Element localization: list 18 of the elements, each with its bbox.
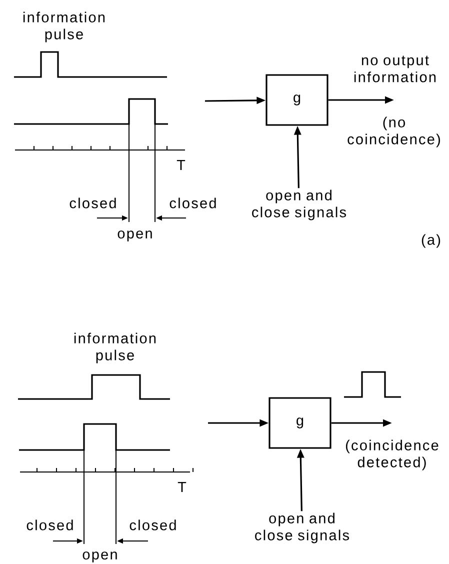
signal-source-label: open and close signals <box>255 512 349 544</box>
axis-label: T <box>176 160 186 170</box>
state-label: open <box>118 230 152 242</box>
signal-label: information pulse <box>74 332 156 364</box>
gate-box: g <box>266 74 328 126</box>
state-label: closed <box>26 520 73 530</box>
state-label: open <box>82 552 117 562</box>
state-label: closed <box>70 198 116 208</box>
output-label: (no coincidence) <box>348 116 440 148</box>
state-label: closed <box>170 198 216 208</box>
output-label: no output information <box>354 56 436 82</box>
state-label: closed <box>130 520 176 530</box>
signal-label: information pulse <box>23 12 105 42</box>
panel-label: (a) <box>422 234 440 248</box>
signal-source-label: open and close signals <box>252 190 346 220</box>
output-label: (coincidence detected) <box>346 440 438 470</box>
gate-box: g <box>268 397 332 449</box>
axis-label: T <box>178 482 186 492</box>
